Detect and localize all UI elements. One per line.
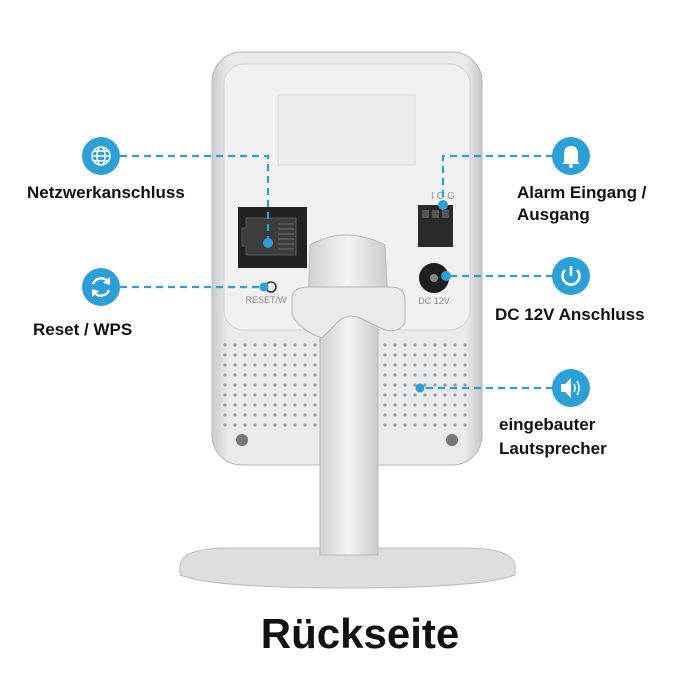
callout-alarm-label-2: Ausgang (517, 205, 590, 224)
callout-speaker-label-1: eingebauter (499, 415, 596, 434)
bell-icon (552, 137, 590, 175)
callout-dc-label: DC 12V Anschluss (495, 305, 645, 324)
dc-marking: DC 12V (418, 296, 450, 306)
stand-neck (319, 299, 379, 556)
speaker-icon (552, 369, 590, 407)
reset-marking: RESET/W (245, 295, 287, 305)
callout-alarm-label-1: Alarm Eingang / (517, 183, 647, 202)
screw (236, 434, 248, 446)
callout-network-label: Netzwerkanschluss (27, 183, 185, 202)
callout-lines (120, 154, 553, 390)
page-title: Rückseite (260, 610, 460, 657)
power-icon (552, 257, 590, 295)
callout-speaker-label-2: Lautsprecher (499, 439, 607, 458)
refresh-icon (82, 268, 120, 306)
globe-icon (82, 137, 120, 175)
stand-base (179, 547, 516, 589)
label-area (277, 94, 416, 166)
callout-reset-label: Reset / WPS (33, 320, 133, 339)
stand-clamp (291, 286, 406, 339)
callout-dots (259, 200, 451, 393)
